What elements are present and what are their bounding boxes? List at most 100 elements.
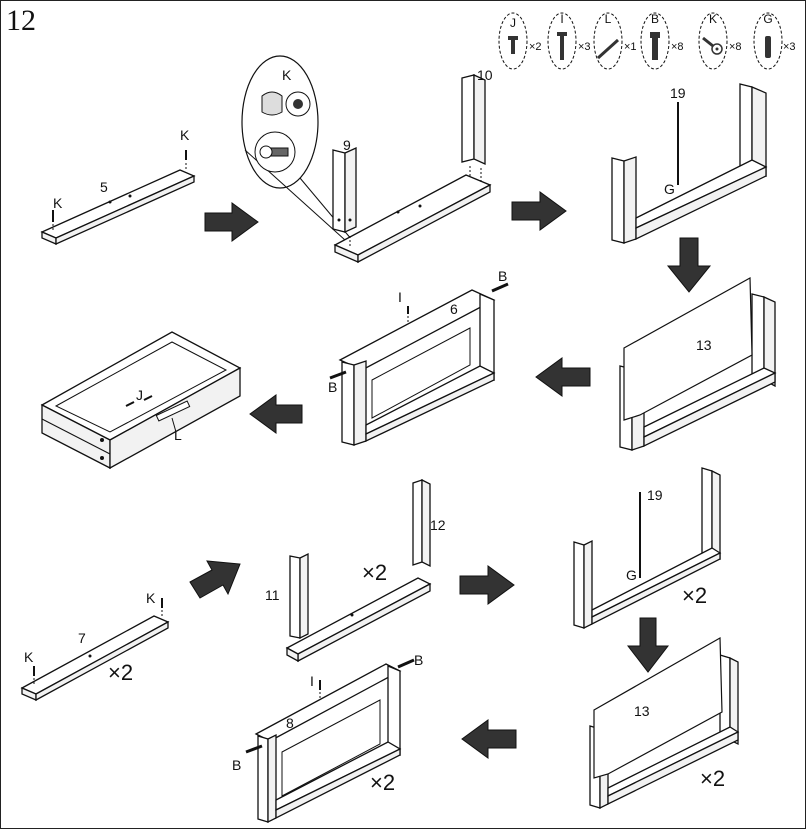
label-part-10: 10	[477, 67, 493, 83]
side-panel-11-edge	[299, 552, 309, 640]
hardware-k-count: ×8	[729, 41, 742, 53]
multiplier-panels-11-12: ×2	[362, 560, 387, 585]
side-panel-9-hole	[337, 218, 341, 222]
label-b-left-small: B	[232, 757, 241, 773]
label-i: I	[398, 289, 402, 305]
frame-with-back-panel-13-small: 13 ×2	[589, 636, 740, 810]
cam-bolt-b-top-small	[397, 658, 415, 669]
side-panel-11	[289, 555, 301, 639]
frame-13-small-bottom-front	[607, 730, 739, 806]
label-k-detail: K	[282, 67, 292, 83]
panel-5-hole	[108, 200, 112, 204]
hardware-i-count: ×3	[578, 41, 591, 53]
handle-l-leader	[171, 417, 177, 433]
label-l: L	[174, 427, 182, 443]
panel-7-base-hole	[350, 613, 354, 617]
frame-8-left-side-edge	[267, 733, 277, 824]
arrow-down-1	[666, 237, 712, 293]
hardware-b-count: ×8	[671, 41, 684, 53]
drawer-inner	[54, 341, 228, 433]
panel-7-base-front	[297, 582, 431, 663]
label-k-top-2: K	[146, 590, 156, 606]
label-part-12: 12	[430, 517, 446, 533]
cam-lock-detail-callout: K	[241, 55, 353, 241]
frame-13-bottom-front	[643, 371, 776, 448]
panel-5-base	[333, 174, 492, 256]
multiplier-panel-7: ×2	[108, 660, 133, 685]
hardware-k: K ×8	[698, 12, 742, 70]
label-part-19-small: 19	[647, 487, 663, 503]
hardware-g-count: ×3	[783, 41, 796, 53]
frame-8-left-side	[257, 735, 269, 823]
panel-7-front	[35, 620, 169, 702]
side-panel-9-edge	[344, 146, 357, 234]
multiplier-frame-8: ×2	[370, 770, 395, 795]
drawer-assembly: L J	[40, 331, 242, 470]
cam-bolt-icon	[650, 32, 660, 60]
panel-7	[20, 615, 170, 695]
cam-bolt-b-left-small	[245, 744, 263, 754]
panel-7-base-edge	[286, 646, 299, 663]
side-panel-12-edge	[421, 478, 431, 568]
handle-rod-icon	[596, 38, 620, 60]
u-frame-left-side	[611, 157, 625, 244]
back-panel-13-small	[593, 636, 723, 779]
arrow-down-2	[626, 617, 670, 673]
hardware-g-outline	[753, 12, 783, 70]
frame-with-back-panel-13: 13	[619, 276, 777, 451]
hardware-l-letter: L	[605, 12, 612, 26]
side-panel-10	[461, 74, 475, 163]
multiplier-back-panel-13: ×2	[700, 766, 725, 791]
u-frame-left-side-edge	[623, 156, 637, 244]
short-screw-icon	[508, 36, 518, 54]
label-part-11: 11	[265, 587, 280, 603]
drawer-front-divider	[41, 418, 111, 455]
u-frame-small-right-side-edge	[711, 469, 721, 561]
drawer-hole-1	[100, 438, 104, 442]
label-part-5: 5	[100, 179, 108, 195]
arrow-left-1	[535, 357, 591, 397]
hardware-j-count: ×2	[529, 41, 542, 53]
label-k-bottom: K	[53, 195, 63, 211]
panel-11-12-assembly: 11 12 ×2	[265, 478, 446, 663]
panel-5-base-hole	[396, 210, 400, 214]
panel-5-hole-2	[128, 194, 132, 198]
frame-6-opening	[371, 327, 471, 419]
hardware-j-outline	[498, 12, 528, 70]
step-number: 12	[6, 4, 36, 37]
label-part-9: 9	[343, 137, 351, 153]
frame-13-small-right-side-edge	[729, 656, 739, 746]
arrow-left-3	[461, 719, 517, 759]
u-frame-bottom-front	[635, 165, 767, 241]
hardware-i: I ×3	[547, 12, 591, 70]
label-g-small: G	[626, 567, 637, 583]
arrow-right-2	[511, 191, 567, 231]
label-part-13-small: 13	[634, 703, 650, 719]
cam-bolt-b-left	[329, 370, 347, 380]
panel-5-base-front	[357, 183, 491, 264]
drawer-hole-2	[100, 456, 104, 460]
panel-5-step: 5 K K	[40, 127, 196, 246]
hardware-j-letter: J	[510, 16, 516, 30]
frame-6-bottom-front	[365, 371, 495, 443]
screw-j-1	[125, 401, 135, 407]
hardware-legend: J ×2 I ×3 L ×1 B	[498, 12, 796, 70]
label-b-top: B	[498, 268, 507, 284]
hardware-l-count: ×1	[624, 41, 637, 53]
top-panel-6	[338, 289, 496, 371]
cam-bolt-b-top	[491, 282, 509, 293]
panel-5	[40, 169, 196, 239]
arrow-right-1	[204, 202, 259, 242]
arrow-right-3	[459, 565, 515, 605]
hardware-g: G ×3	[753, 12, 796, 70]
frame-8-bottom-front	[275, 747, 401, 820]
label-part-6: 6	[450, 301, 458, 317]
frame-8-right-side	[387, 665, 401, 756]
drawer-side	[109, 366, 241, 470]
label-j: J	[136, 387, 143, 403]
hardware-j: J ×2	[498, 12, 542, 70]
panel-5-base-hole-2	[418, 204, 422, 208]
u-frame-small-left-side	[573, 541, 585, 629]
